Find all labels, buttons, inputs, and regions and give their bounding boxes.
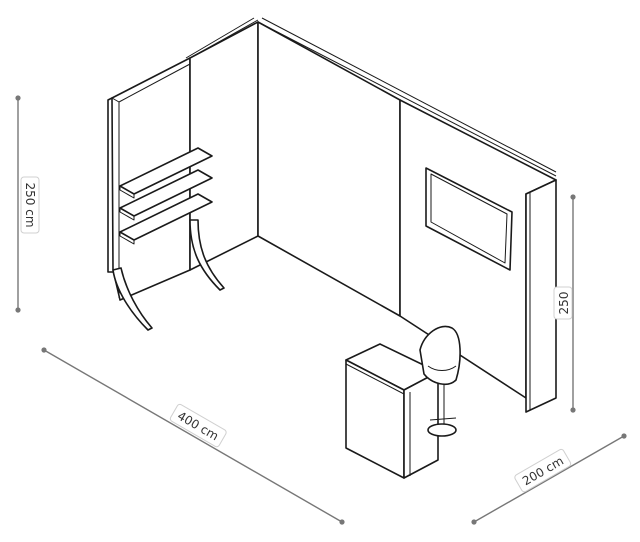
label-height-right: 250 <box>553 286 573 320</box>
label-length: 400 cm <box>169 403 227 448</box>
label-height-left: 250 cm <box>20 176 40 234</box>
left-wall-foot <box>112 267 153 331</box>
dimension-depth <box>471 433 627 525</box>
height-right-text: 250 <box>557 292 571 315</box>
back-wall-right <box>257 17 557 399</box>
chair <box>419 325 461 437</box>
right-wall-end <box>525 179 557 413</box>
dimension-length <box>41 347 345 525</box>
dimension-height-left <box>15 95 21 313</box>
dimension-height-right <box>570 194 576 413</box>
shelving-unit <box>119 147 225 291</box>
height-left-text: 250 cm <box>23 182 37 227</box>
wall-screen <box>425 167 513 271</box>
